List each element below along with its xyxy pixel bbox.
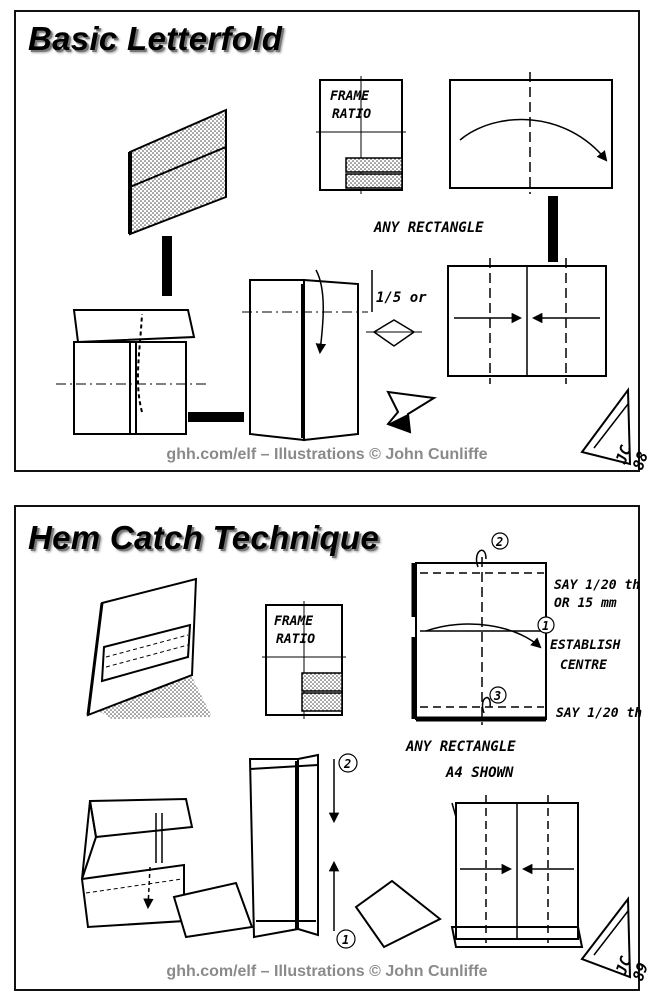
fifth-label: 1/5 or (376, 290, 427, 306)
signature-mark (580, 387, 632, 466)
signature-mark (580, 896, 632, 979)
tall-folded-sheet-drawing (242, 269, 368, 442)
folded-diamond-shape (354, 879, 442, 949)
basic-letterfold-panel: Basic Letterfold (14, 10, 652, 472)
centre-label: CENTRE (560, 658, 607, 673)
step-1-marker (537, 616, 555, 634)
step-2-marker (491, 532, 509, 550)
a4-shown-label: A4 SHOWN (445, 765, 514, 781)
say-twentieth-label: SAY 1/20 th (554, 578, 640, 593)
tall-hem-sheet-drawing (248, 753, 319, 939)
folded-sheet-drawing (56, 309, 206, 435)
finished-letterfold-drawing (128, 108, 227, 236)
frame-ratio-box: FRAME RATIO (316, 76, 406, 194)
a4-rectangle-step-one (411, 549, 547, 725)
step-2-marker-lower (338, 753, 358, 773)
fold-symbol-icon (366, 319, 422, 347)
hem-catch-diagram: FRAME RATIO 2 1 3 SAY 1/20 th OR 15 mm E… (80, 532, 642, 979)
hem-catch-title: Hem Catch Technique (28, 519, 380, 556)
finished-hem-catch-drawing (86, 577, 212, 719)
step-3-marker (489, 686, 507, 704)
any-rectangle-step-one (449, 72, 613, 194)
any-rectangle-step-two (447, 258, 607, 384)
or-15mm-label: OR 15 mm (554, 596, 617, 611)
step-1-lower-text: 1 (342, 933, 349, 947)
step-1-text: 1 (542, 619, 549, 633)
say-twentieth-bottom-label: SAY 1/20 th (556, 706, 642, 721)
step-connector-bar (548, 196, 558, 262)
hem-flap-shape (172, 881, 254, 939)
ratio-label: RATIO (276, 632, 315, 647)
credit-line: ghh.com/elf – Illustrations © John Cunli… (166, 446, 488, 463)
any-rectangle-label: ANY RECTANGLE (373, 220, 484, 236)
establish-label: ESTABLISH (550, 638, 621, 653)
credit-line: ghh.com/elf – Illustrations © John Cunli… (166, 963, 488, 980)
any-rectangle-label: ANY RECTANGLE (405, 739, 516, 755)
step-3-text: 3 (493, 689, 501, 703)
ratio-label: RATIO (332, 107, 371, 122)
frame-label: FRAME (330, 89, 369, 104)
step-1-marker-lower (336, 929, 356, 949)
frame-label: FRAME (274, 614, 313, 629)
step-2-text: 2 (495, 535, 503, 549)
hem-sheet-drawing (80, 797, 194, 929)
paper-dart-icon (386, 390, 437, 434)
step-2-lower-text: 2 (343, 757, 351, 771)
step-connector-bar (162, 236, 172, 296)
step-connector-bar (188, 412, 244, 422)
basic-letterfold-diagram: FRAME RATIO ANY RECTANGLE (56, 72, 632, 466)
basic-letterfold-title: Basic Letterfold (28, 20, 283, 57)
a4-rectangle-step-two (450, 795, 584, 948)
hem-catch-panel: Hem Catch Technique (14, 505, 652, 991)
frame-ratio-box: FRAME RATIO (262, 601, 346, 719)
